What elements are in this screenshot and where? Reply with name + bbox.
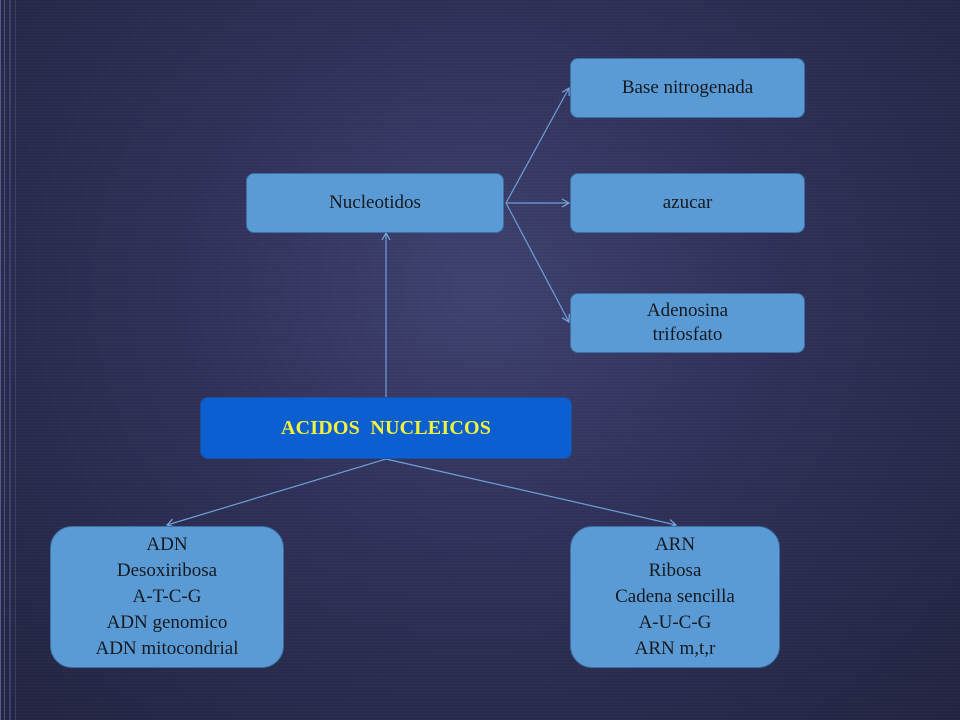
nucleotidos-label: Nucleotidos xyxy=(329,192,421,213)
connector-root-to-arn xyxy=(385,458,678,528)
adenosina-trifosfato-node: Adenosina trifosfato xyxy=(570,293,805,353)
adn-line-3: A-T-C-G xyxy=(132,586,202,607)
base-nitrogenada-label: Base nitrogenada xyxy=(621,77,754,98)
adn-node: ADN Desoxiribosa A-T-C-G ADN genomico AD… xyxy=(50,526,284,668)
arn-line-5: ARN m,t,r xyxy=(634,638,716,659)
nucleotidos-node: Nucleotidos xyxy=(246,173,504,233)
arn-node: ARN Ribosa Cadena sencilla A-U-C-G ARN m… xyxy=(570,526,780,668)
base-nitrogenada-node: Base nitrogenada xyxy=(570,58,805,118)
arn-line-3: Cadena sencilla xyxy=(615,586,735,607)
arn-line-2: Ribosa xyxy=(648,560,702,581)
arn-line-4: A-U-C-G xyxy=(638,612,712,633)
adenosina-line-1: Adenosina xyxy=(646,300,729,321)
adn-line-1: ADN xyxy=(146,534,188,555)
connector-root-to-adn xyxy=(165,458,387,528)
adenosina-line-2: trifosfato xyxy=(652,324,723,345)
acidos-nucleicos-root-node: ACIDOS NUCLEICOS xyxy=(200,397,572,459)
azucar-label: azucar xyxy=(662,192,713,213)
connector-nucleotidos-to-base xyxy=(505,86,570,204)
root-label: ACIDOS NUCLEICOS xyxy=(280,417,492,439)
azucar-node: azucar xyxy=(570,173,805,233)
connector-nucleotidos-to-adenosina xyxy=(505,202,570,324)
arn-line-1: ARN xyxy=(654,534,696,555)
adn-line-2: Desoxiribosa xyxy=(116,560,218,581)
adn-line-4: ADN genomico xyxy=(106,612,228,633)
adn-line-5: ADN mitocondrial xyxy=(95,638,239,659)
